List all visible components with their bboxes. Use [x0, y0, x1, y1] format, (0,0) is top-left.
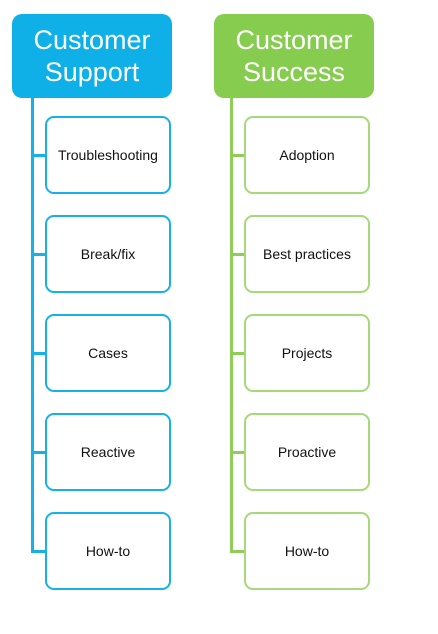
support-item-how-to: How-to	[45, 512, 171, 590]
support-branch-connector	[31, 154, 45, 157]
success-item-projects: Projects	[244, 314, 370, 392]
support-branch-connector	[31, 550, 45, 553]
success-connector-line	[230, 98, 233, 553]
support-item-break-fix: Break/fix	[45, 215, 171, 293]
support-branch-connector	[31, 253, 45, 256]
success-item-how-to: How-to	[244, 512, 370, 590]
success-branch-connector	[230, 550, 244, 553]
success-item-adoption: Adoption	[244, 116, 370, 194]
success-branch-connector	[230, 451, 244, 454]
support-item-reactive: Reactive	[45, 413, 171, 491]
support-item-troubleshooting: Troubleshooting	[45, 116, 171, 194]
customer-success-header: Customer Success	[214, 14, 374, 98]
support-branch-connector	[31, 352, 45, 355]
support-item-cases: Cases	[45, 314, 171, 392]
success-branch-connector	[230, 253, 244, 256]
success-branch-connector	[230, 352, 244, 355]
customer-support-header: Customer Support	[12, 14, 172, 98]
success-branch-connector	[230, 154, 244, 157]
success-item-proactive: Proactive	[244, 413, 370, 491]
customer-support-column: Customer Support Troubleshooting Break/f…	[0, 0, 200, 634]
support-branch-connector	[31, 451, 45, 454]
support-connector-line	[31, 98, 34, 553]
customer-success-column: Customer Success Adoption Best practices…	[200, 0, 400, 634]
success-item-best-practices: Best practices	[244, 215, 370, 293]
